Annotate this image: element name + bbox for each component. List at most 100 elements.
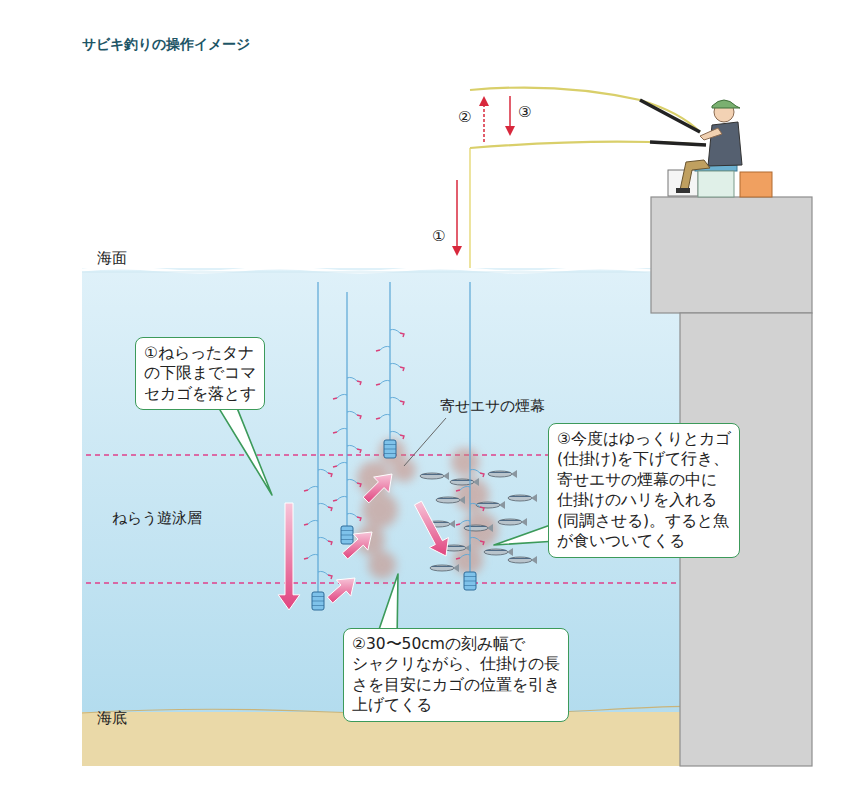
sabiki-rig	[328, 507, 332, 511]
rod-motion-arrow	[452, 96, 515, 256]
bait-smoke	[462, 512, 498, 548]
fishing-rod	[470, 142, 705, 148]
callout-tail	[220, 409, 272, 495]
sabiki-rig	[318, 571, 328, 575]
angler	[700, 128, 722, 140]
sabiki-rig	[400, 333, 404, 337]
sabiki-rig	[376, 384, 380, 385]
sabiki-rig	[304, 524, 308, 525]
sabiki-rig	[389, 282, 390, 440]
rod-motion-arrow	[505, 126, 515, 136]
swim-layer-lines	[86, 582, 680, 583]
fish-school	[521, 518, 527, 526]
smoke-leader	[404, 418, 446, 466]
fish-school	[452, 480, 472, 481]
fish-school	[422, 474, 442, 475]
sabiki-rig	[317, 282, 318, 592]
angler	[698, 171, 734, 197]
sabiki-rig	[312, 592, 324, 610]
fish-school	[510, 496, 530, 497]
sabiki-rig	[312, 605, 324, 606]
fish-school	[488, 471, 512, 477]
bait-smoke	[368, 551, 396, 579]
sabiki-rig	[460, 486, 470, 490]
smoke-label: 寄せエサの煙幕	[440, 397, 545, 416]
rod-motion-arrow	[479, 96, 489, 106]
fish-school	[500, 520, 520, 521]
fish-school	[531, 556, 537, 564]
sabiki-rig	[328, 473, 332, 477]
rod-motion-arrow	[452, 246, 462, 256]
rod-motion-arrow	[456, 180, 458, 248]
sabiki-rig	[480, 507, 484, 511]
sabiki-rig	[312, 596, 324, 597]
fish-school	[466, 526, 486, 527]
sabiki-rig	[357, 517, 361, 521]
sabiki-rig	[400, 401, 404, 405]
fish-school	[478, 503, 498, 504]
callout-box: ③今度はゆっくりとカゴ (仕掛け)を下げて行き、 寄せエサの煙幕の中に 仕掛けの…	[548, 423, 740, 558]
motion-arrow	[278, 503, 300, 610]
callout-tail	[494, 525, 549, 545]
sabiki-rig	[347, 445, 357, 449]
angler	[708, 122, 742, 166]
sabiki-rig	[400, 367, 404, 371]
fish-school	[484, 549, 508, 555]
sabiki-rig	[464, 576, 476, 577]
fish-school	[507, 548, 513, 556]
sabiki-rig	[480, 473, 484, 477]
fish-school	[486, 550, 506, 551]
fish-school	[420, 470, 537, 572]
motion-arrow	[342, 532, 372, 559]
callout-number: ①	[432, 227, 445, 245]
callout-box: ②30〜50cmの刻み幅で シャクリながら、仕掛けの長 さを目安にカゴの位置を引…	[343, 628, 569, 722]
sabiki-rig	[308, 520, 318, 524]
sabiki-rig	[312, 601, 324, 602]
sabiki-rig	[380, 346, 390, 350]
sabiki-rig	[400, 435, 404, 439]
sabiki-rig	[341, 539, 353, 540]
sabiki-rig	[470, 469, 480, 473]
sabiki-rig	[384, 440, 396, 458]
fish-school	[420, 473, 444, 479]
sabiki-rig	[390, 329, 400, 333]
sabiki-rig	[469, 282, 470, 572]
sabiki-rig	[304, 282, 484, 610]
callout-text: ①ねらったタナ の下限までコマ セカゴを落とす	[144, 343, 256, 404]
sabiki-rig	[464, 581, 476, 582]
callout-tail	[379, 574, 398, 629]
sabiki-rig	[384, 453, 396, 454]
sabiki-rig	[380, 414, 390, 418]
rod-motion-arrow	[483, 104, 485, 142]
sabiki-rig	[460, 520, 470, 524]
sabiki-rig	[464, 572, 476, 590]
sabiki-rig	[347, 377, 357, 381]
sabiki-rig	[328, 541, 332, 545]
fish-school	[490, 472, 510, 473]
sabiki-rig	[333, 500, 337, 501]
fish-school	[436, 497, 460, 503]
motion-arrow	[414, 501, 448, 556]
fishing-rod	[470, 88, 706, 268]
sabiki-rig	[357, 415, 361, 419]
sabiki-rig	[304, 558, 308, 559]
fish-school	[510, 558, 530, 559]
sabiki-rig	[341, 530, 353, 531]
sabiki-rig	[390, 397, 400, 401]
sabiki-rig	[470, 537, 480, 541]
sabiki-rig	[328, 575, 332, 579]
sabiki-rig	[376, 350, 380, 351]
sabiki-rig	[357, 381, 361, 385]
fish-school	[511, 470, 517, 478]
sabiki-rig	[464, 585, 476, 586]
fish-school	[459, 496, 465, 504]
fish-school	[443, 472, 449, 480]
sabiki-rig	[333, 432, 337, 433]
bait-smoke	[355, 439, 498, 579]
bait-smoke	[451, 448, 479, 476]
sabiki-rig	[318, 503, 328, 507]
fish-school	[432, 566, 452, 567]
fishing-rod	[470, 88, 700, 132]
fish-school	[487, 524, 493, 532]
